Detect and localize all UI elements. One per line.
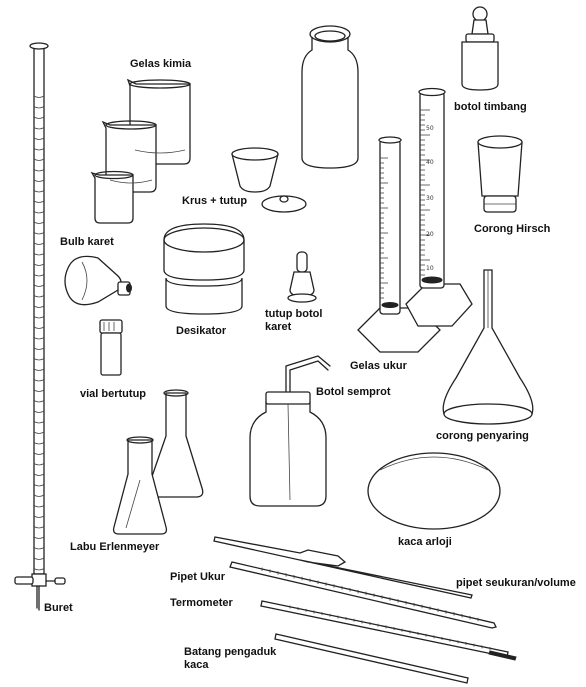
label-botol-semprot: Botol semprot <box>316 386 391 399</box>
cylinder-scale-label: 50 <box>426 125 434 132</box>
botol-timbang-drawing <box>462 7 498 90</box>
beakers-drawing <box>92 80 190 223</box>
corong-hirsch-drawing <box>478 136 522 212</box>
label-termometer: Termometer <box>170 597 233 610</box>
label-desikator: Desikator <box>176 325 226 338</box>
bulb-karet-drawing <box>65 256 132 304</box>
label-pipet-seukuran: pipet seukuran/volume <box>456 577 576 590</box>
label-buret: Buret <box>44 602 73 615</box>
label-labu-erlenmeyer: Labu Erlenmeyer <box>70 541 159 554</box>
label-krus-tutup: Krus + tutup <box>182 195 247 208</box>
vial-drawing <box>100 320 122 375</box>
kaca-arloji-drawing <box>368 453 500 529</box>
label-pipet-ukur: Pipet Ukur <box>170 571 225 584</box>
cylinder-scale-label: 30 <box>426 195 434 202</box>
label-tutup-botol-karet: tutup botol karet <box>265 308 347 334</box>
gelas-ukur-drawing: 10 20 30 40 50 <box>358 89 472 353</box>
label-botol-timbang: botol timbang <box>454 101 527 114</box>
label-bulb-karet: Bulb karet <box>60 236 114 249</box>
label-vial-bertutup: vial bertutup <box>80 388 146 401</box>
label-kaca-arloji: kaca arloji <box>398 536 452 549</box>
label-gelas-ukur: Gelas ukur <box>350 360 407 373</box>
botol-semprot-drawing <box>250 356 330 506</box>
cylinder-scale-label: 40 <box>426 159 434 166</box>
label-batang-pengaduk: Batang pengaduk kaca <box>184 646 284 672</box>
tutup-botol-drawing <box>288 252 316 302</box>
label-corong-hirsch: Corong Hirsch <box>474 223 550 236</box>
erlenmeyer-drawing <box>114 390 203 534</box>
desikator-drawing <box>164 224 244 314</box>
label-gelas-kimia: Gelas kimia <box>130 58 191 71</box>
buret-drawing <box>15 43 65 610</box>
bottle-drawing <box>302 26 358 168</box>
label-corong-penyaring: corong penyaring <box>436 430 529 443</box>
cylinder-scale-label: 20 <box>426 231 434 238</box>
cylinder-scale-label: 10 <box>426 265 434 272</box>
